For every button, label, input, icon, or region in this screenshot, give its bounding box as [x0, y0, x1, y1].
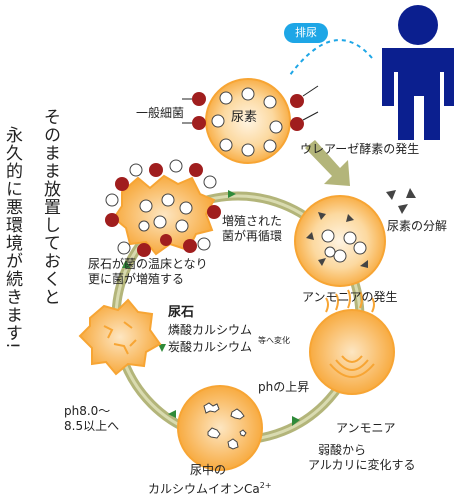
weak-acid-label-2: アルカリに変化する	[308, 458, 416, 472]
calcium-label-2: カルシウムイオンCa2+	[148, 481, 272, 496]
urolith-stone	[78, 298, 162, 376]
warning-vertical-1: そのまま放置しておくと	[40, 108, 60, 306]
ph-rise-label: phの上昇	[258, 380, 310, 394]
person-icon	[382, 5, 454, 140]
bacteria-label: 一般細菌	[136, 106, 185, 120]
calcium-label-1: 尿中の	[190, 463, 227, 477]
urolith-title: 尿石	[168, 305, 195, 320]
recirc-label-1: 増殖された	[222, 214, 283, 228]
ammonia-gen-label: アンモニアの発生	[302, 290, 398, 304]
ammonia-cell	[309, 289, 395, 395]
flow-arrow	[305, 140, 350, 186]
urolith-label-1: 燐酸カルシウム	[168, 323, 253, 337]
ph-range-label-1: ph8.0〜	[64, 404, 111, 418]
urea-cell	[182, 78, 319, 164]
warning-vertical-2: 永久的に悪環境が続きます!	[2, 126, 22, 350]
breed-label-1: 尿石が菌の温床となり	[88, 257, 208, 271]
calcium-cell	[177, 385, 263, 471]
weak-acid-label-1: 弱酸から	[318, 443, 367, 457]
excretion-badge: 排尿	[284, 23, 328, 43]
breed-label-2: 更に菌が増殖する	[88, 272, 185, 286]
ph-range-label-2: 8.5以上へ	[64, 419, 120, 433]
ammonia-label: アンモニア	[336, 421, 396, 435]
urine-stream	[289, 39, 373, 76]
bacteria-colony	[105, 159, 221, 257]
recirc-label-2: 菌が再循環	[222, 229, 283, 243]
decomposition-cell	[294, 188, 416, 287]
urease-label: ウレアーゼ酵素の発生	[300, 142, 420, 156]
urolith-note: 等へ変化	[258, 336, 290, 345]
urea-label: 尿素	[231, 110, 258, 125]
urea-decomp-label: 尿素の分解	[387, 219, 448, 233]
urolith-label-2: 炭酸カルシウム	[168, 340, 253, 354]
